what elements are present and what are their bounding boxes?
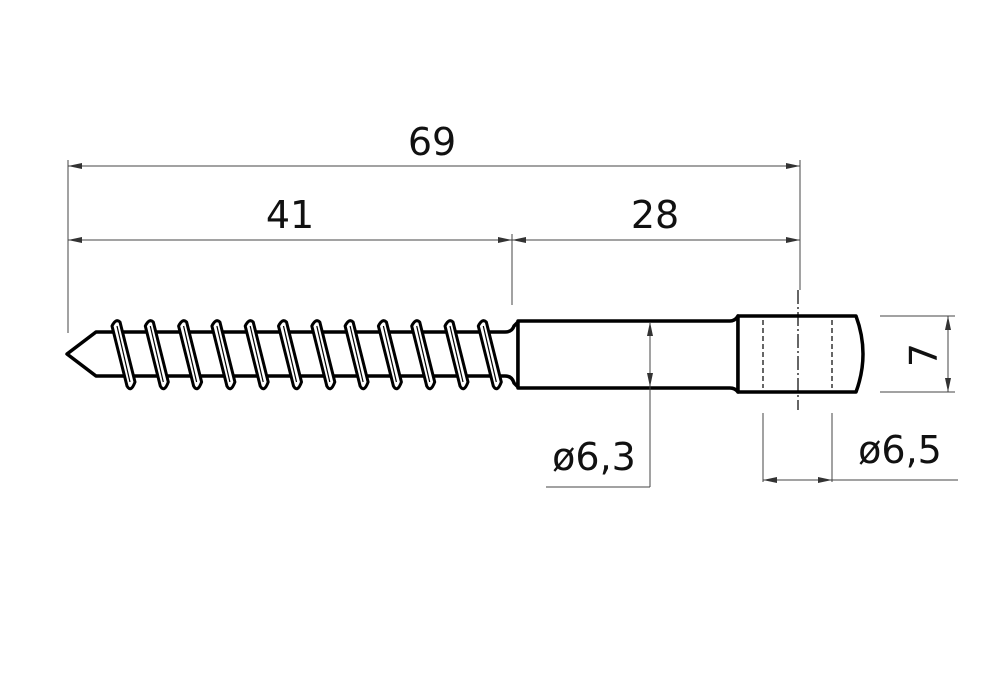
threaded-section: [65, 319, 520, 391]
dimension-label-7: 7: [902, 343, 946, 367]
extension-lines: [67, 160, 801, 333]
thread-crest-line: [482, 325, 497, 383]
thread-turns: [110, 319, 503, 391]
thread-crest-line: [316, 325, 331, 383]
dimension-head-height: 7: [880, 315, 955, 393]
head: [736, 290, 865, 410]
shank: [516, 314, 740, 394]
dimension-thread-length: 41: [68, 193, 512, 243]
dimension-label-69: 69: [408, 120, 456, 164]
dimension-overall-length: 69: [68, 120, 800, 169]
thread-crest-line: [382, 325, 397, 383]
dimension-hole-diameter: ø6,5: [762, 413, 958, 483]
dimension-shank-length: 28: [512, 193, 800, 243]
dimension-label-28: 28: [631, 193, 679, 237]
dimension-label-d65: ø6,5: [858, 428, 942, 472]
thread-crest-line: [183, 325, 198, 383]
thread-crest-line: [216, 325, 231, 383]
dimension-label-d63: ø6,3: [552, 435, 636, 479]
thread-crest-line: [249, 325, 264, 383]
dimension-shank-diameter: ø6,3: [546, 322, 653, 488]
thread-crest-line: [416, 325, 431, 383]
thread-crest-line: [349, 325, 364, 383]
thread-crest-line: [149, 325, 164, 383]
thread-crest-line: [282, 325, 298, 383]
thread-crest-line: [116, 325, 131, 383]
thread-crest-line: [449, 325, 464, 383]
dimension-label-41: 41: [266, 193, 314, 237]
